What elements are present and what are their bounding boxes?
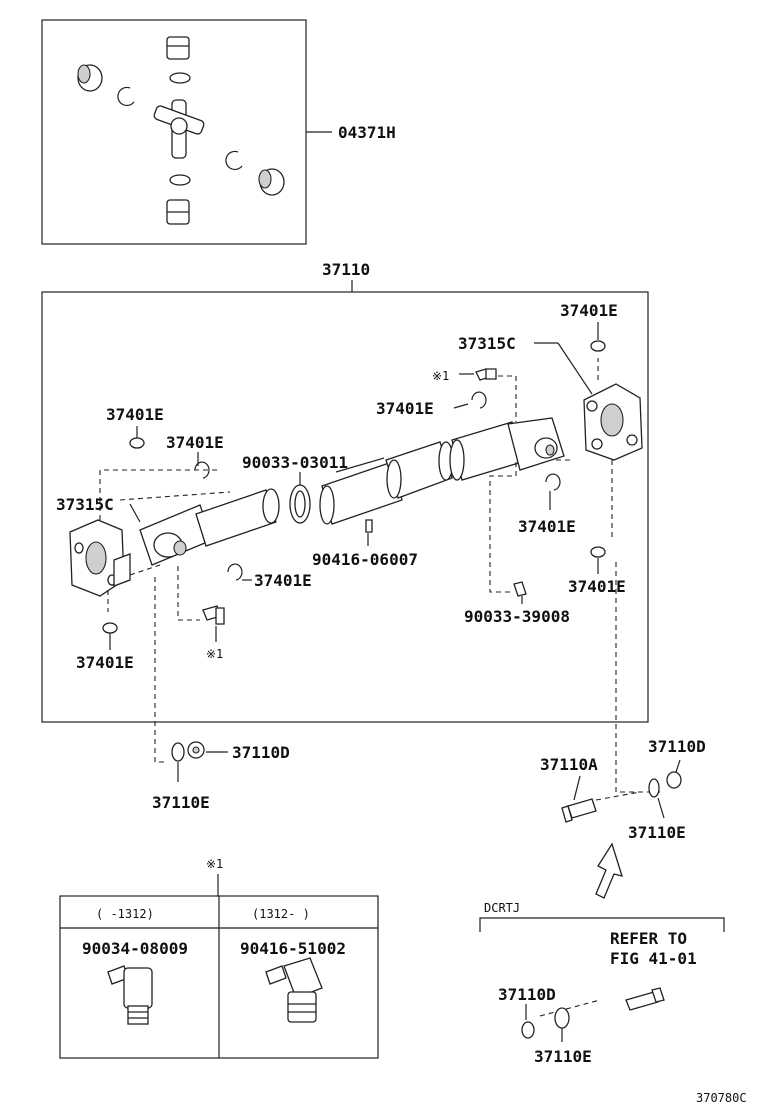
note-mark-top: ※1	[432, 369, 449, 383]
table-col2-header: (1312- )	[252, 907, 310, 921]
label-37401e-left-bottom: 37401E	[76, 653, 134, 672]
label-37401e-right-lower: 37401E	[568, 577, 626, 596]
label-37110e-dcrtj: 37110E	[534, 1047, 592, 1066]
assembly-lines	[99, 358, 660, 1017]
label-90033-03011: 90033-03011	[242, 453, 348, 472]
label-37110a: 37110A	[540, 755, 598, 774]
leader-37110e-right	[657, 797, 665, 819]
label-37110e-right: 37110E	[628, 823, 686, 842]
right-bolt-illustration	[561, 771, 682, 823]
label-04371h: 04371H	[338, 123, 396, 142]
label-37110d-dcrtj: 37110D	[498, 985, 556, 1004]
label-37110d-left: 37110D	[232, 743, 290, 762]
leader-lines	[109, 322, 599, 650]
grease-fitting-45deg-illustration	[265, 957, 323, 1023]
grease-fitting-90deg-illustration	[107, 965, 153, 1025]
label-variant: DCRTJ	[484, 901, 520, 915]
label-37315c-right: 37315C	[458, 334, 516, 353]
variant-bracket	[479, 917, 725, 932]
note-table	[59, 895, 379, 1059]
up-arrow-icon	[595, 842, 623, 899]
dcrtj-bolt-illustration	[521, 987, 665, 1039]
label-90033-39008: 90033-39008	[464, 607, 570, 626]
label-37401e-right-mid: 37401E	[518, 517, 576, 536]
label-37401e-left-top: 37401E	[106, 405, 164, 424]
table-col1-part: 90034-08009	[82, 939, 188, 958]
note-mark-table: ※1	[206, 857, 223, 871]
note-mark-left: ※1	[206, 647, 223, 661]
leader-37110d-right	[675, 759, 681, 773]
figure-id: 370780C	[696, 1091, 747, 1105]
label-90416-06007: 90416-06007	[312, 550, 418, 569]
table-col2-part: 90416-51002	[240, 939, 346, 958]
label-37315c-left: 37315C	[56, 495, 114, 514]
label-37401e-left-lower: 37401E	[254, 571, 312, 590]
label-37401e-top-right: 37401E	[560, 301, 618, 320]
refer-line-1: REFER TO	[610, 929, 687, 948]
label-37110e-left: 37110E	[152, 793, 210, 812]
label-37401e-left-inner: 37401E	[166, 433, 224, 452]
left-nut-washer-illustration	[171, 741, 205, 762]
universal-joint-kit-illustration	[77, 36, 285, 225]
shaft-box	[41, 291, 649, 723]
label-37110: 37110	[322, 260, 370, 279]
label-37401e-upper-mid: 37401E	[376, 399, 434, 418]
table-col1-header: ( -1312)	[96, 907, 154, 921]
propeller-shaft-illustration	[69, 340, 643, 634]
leader-37110a	[573, 775, 581, 801]
refer-line-2: FIG 41-01	[610, 949, 697, 968]
label-37110d-right: 37110D	[648, 737, 706, 756]
